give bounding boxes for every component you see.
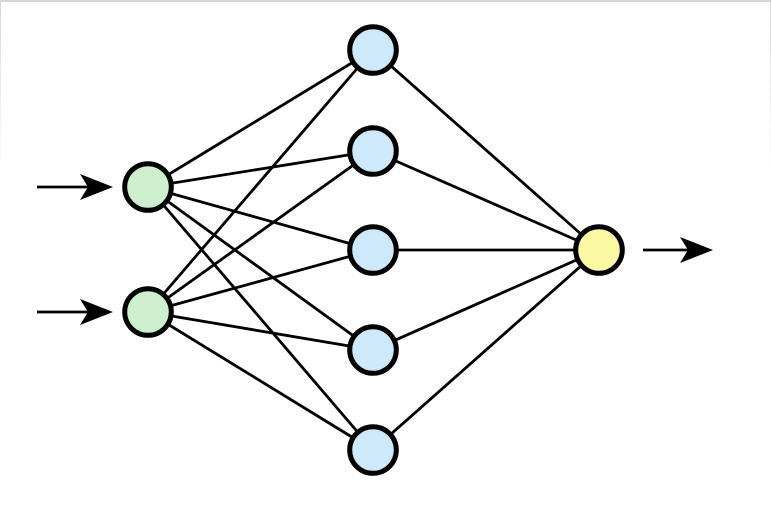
- edge-i2-h2: [147, 149, 374, 314]
- output-node-o1: [573, 224, 625, 276]
- edge-i1-h2: [147, 149, 374, 189]
- edge-i1-h1: [147, 48, 374, 189]
- input-arrow-2-head: [80, 299, 113, 325]
- input-node-i2: [122, 286, 174, 338]
- edge-h5-o1: [372, 248, 600, 452]
- edge-i2-h5: [147, 310, 374, 452]
- edge-h2-o1: [372, 149, 600, 252]
- edge-i2-h4: [147, 310, 374, 352]
- edge-i2-h3: [147, 248, 374, 314]
- left-frame-line: [0, 0, 1, 170]
- output-arrow-head: [680, 237, 713, 263]
- hidden-node-h5: [347, 424, 399, 476]
- edge-i1-h5: [146, 186, 375, 451]
- top-frame-line: [0, 0, 771, 2]
- edge-h1-o1: [372, 48, 600, 252]
- input-arrow-1-head: [80, 174, 113, 200]
- edge-i1-h3: [147, 185, 374, 252]
- edge-i1-h4: [147, 185, 374, 352]
- edge-i2-h1: [146, 49, 375, 313]
- edge-h4-o1: [372, 248, 600, 352]
- hidden-node-h1: [347, 24, 399, 76]
- input-node-i1: [122, 161, 174, 213]
- hidden-node-h2: [347, 125, 399, 177]
- hidden-node-h4: [347, 324, 399, 376]
- hidden-node-h3: [347, 224, 399, 276]
